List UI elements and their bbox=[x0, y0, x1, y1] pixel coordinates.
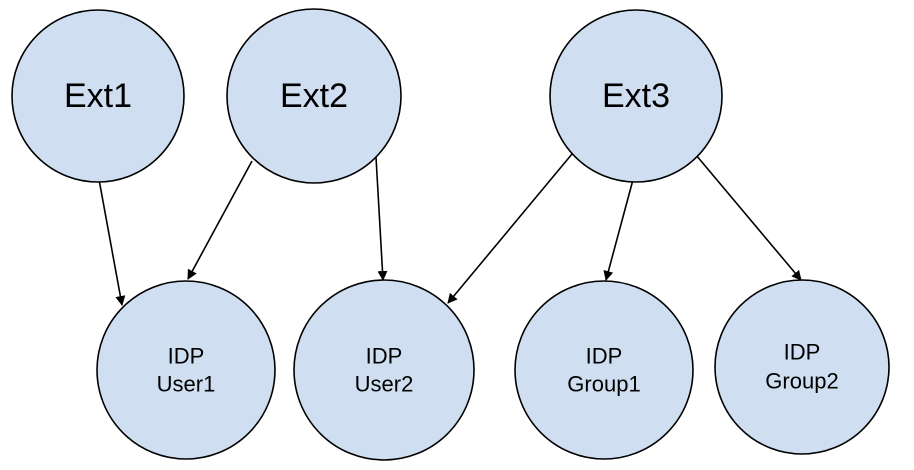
edge-ext3-to-idp-group2 bbox=[695, 154, 802, 281]
node-idp-user1: IDP User1 bbox=[96, 280, 276, 460]
node-idp-user1-circle bbox=[96, 280, 276, 460]
edge-ext3-to-idp-group1 bbox=[603, 175, 635, 281]
node-idp-group2-label-line1: IDP bbox=[784, 340, 821, 365]
node-ext1-circle bbox=[11, 9, 185, 183]
node-ext2: Ext2 bbox=[226, 8, 402, 184]
node-ext1: Ext1 bbox=[11, 9, 185, 183]
edges-layer bbox=[97, 153, 802, 306]
edge-ext3-to-idp-user2 bbox=[447, 153, 573, 304]
node-idp-group2-circle bbox=[714, 279, 890, 455]
node-idp-group2-label-line2: Group2 bbox=[765, 369, 838, 394]
node-idp-group1-circle bbox=[514, 280, 694, 460]
node-idp-user1-label-line1: IDP bbox=[168, 344, 205, 369]
node-idp-user1-label-line2: User1 bbox=[157, 372, 216, 397]
node-idp-group1: IDP Group1 bbox=[514, 280, 694, 460]
node-ext3-label: Ext3 bbox=[602, 77, 670, 115]
node-ext2-circle bbox=[226, 8, 402, 184]
edge-ext2-to-idp-user2 bbox=[375, 156, 388, 281]
edge-ext1-to-idp-user1 bbox=[97, 173, 126, 306]
node-ext3-circle bbox=[549, 9, 723, 183]
edge-ext2-to-idp-user1 bbox=[187, 160, 253, 280]
node-idp-user2-circle bbox=[293, 279, 475, 461]
node-idp-user2: IDP User2 bbox=[293, 279, 475, 461]
node-ext3: Ext3 bbox=[549, 9, 723, 183]
node-ext2-label: Ext2 bbox=[280, 77, 348, 115]
node-idp-user2-label-line2: User2 bbox=[355, 372, 414, 397]
node-idp-group1-label-line1: IDP bbox=[586, 344, 623, 369]
node-idp-group2: IDP Group2 bbox=[714, 279, 890, 455]
node-ext1-label: Ext1 bbox=[64, 77, 132, 115]
node-idp-group1-label-line2: Group1 bbox=[567, 372, 640, 397]
node-idp-user2-label-line1: IDP bbox=[366, 344, 403, 369]
